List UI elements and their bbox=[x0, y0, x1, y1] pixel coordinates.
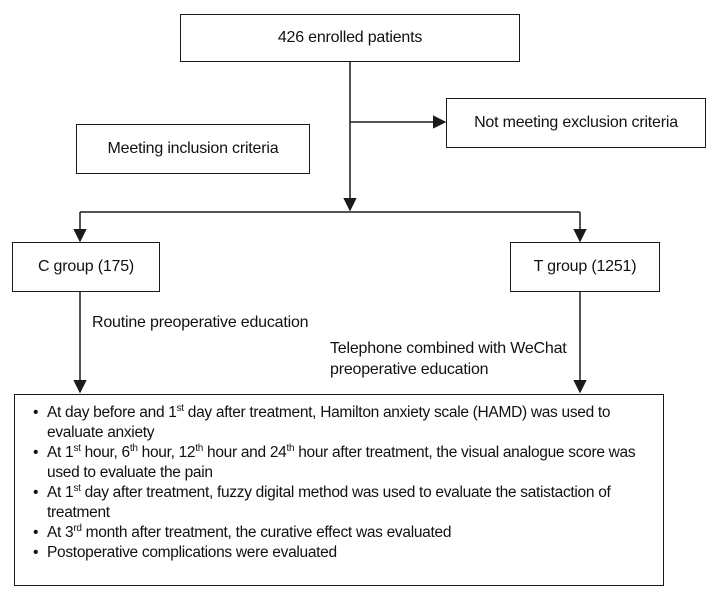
outcome-item-anxiety: At day before and 1st day after treatmen… bbox=[33, 403, 655, 443]
inclusion-label: Meeting inclusion criteria bbox=[107, 140, 279, 157]
enrolled-label: 426 enrolled patients bbox=[277, 29, 423, 46]
t-education-label: Telephone combined with WeChat preoperat… bbox=[330, 340, 567, 378]
outcome-item-complications: Postoperative complications were evaluat… bbox=[33, 543, 655, 563]
outcome-item-satisfaction: At 1st day after treatment, fuzzy digita… bbox=[33, 483, 655, 523]
t-group-label: T group (1251) bbox=[533, 258, 637, 275]
outcome-item-curative: At 3rd month after treatment, the curati… bbox=[33, 523, 655, 543]
enrolled-box: 426 enrolled patients bbox=[180, 14, 520, 62]
outcomes-list: At day before and 1st day after treatmen… bbox=[33, 403, 655, 563]
inclusion-box: Meeting inclusion criteria bbox=[76, 124, 310, 174]
exclusion-box: Not meeting exclusion criteria bbox=[446, 98, 706, 148]
outcomes-box: At day before and 1st day after treatmen… bbox=[14, 394, 664, 586]
t-group-box: T group (1251) bbox=[510, 242, 660, 292]
c-group-box: C group (175) bbox=[12, 242, 160, 292]
c-education-label: Routine preoperative education bbox=[92, 314, 309, 331]
outcome-item-pain: At 1st hour, 6th hour, 12th hour and 24t… bbox=[33, 443, 655, 483]
c-group-label: C group (175) bbox=[37, 258, 135, 275]
exclusion-label: Not meeting exclusion criteria bbox=[474, 114, 678, 131]
